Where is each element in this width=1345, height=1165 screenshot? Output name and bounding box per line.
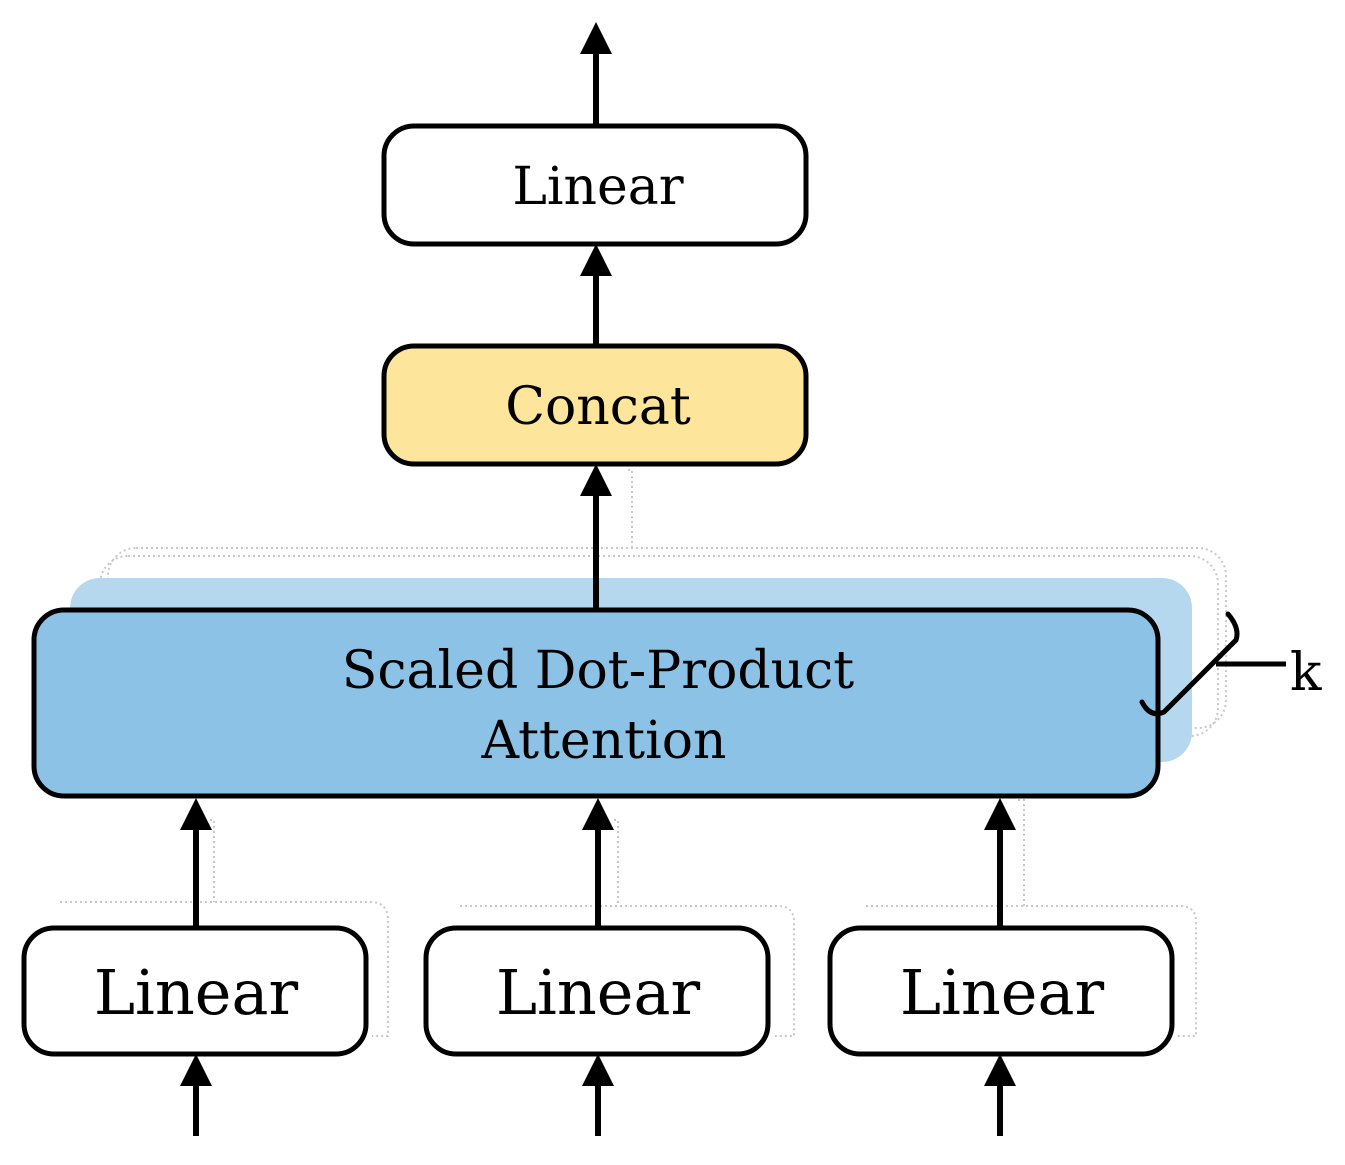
input-linear-label-1: Linear	[94, 956, 299, 1029]
input-3-arrow-head	[984, 1054, 1016, 1086]
attention-to-concat-arrow-head	[580, 464, 612, 496]
attention-block: Scaled Dot-Product Attention	[31, 607, 1161, 799]
input-ghost-outline-1	[60, 901, 389, 1037]
input-linear-label-3: Linear	[900, 956, 1105, 1029]
input-linear-block-2: Linear	[423, 925, 771, 1057]
input-ghost-arrow-3	[1018, 799, 1025, 906]
output-linear-block: Linear	[381, 123, 809, 247]
attention-label-line2: Attention	[480, 711, 726, 771]
concat-to-linear-arrow-head	[580, 244, 612, 276]
concat-block: Concat	[381, 343, 809, 467]
output-linear-label: Linear	[512, 157, 683, 217]
input-2-arrow-head	[582, 1054, 614, 1086]
output-arrow-head	[580, 22, 612, 54]
output-linear-box	[381, 123, 809, 247]
input-ghost-arrow-2	[614, 819, 619, 906]
input-linear-label-2: Linear	[496, 956, 701, 1029]
attention-box	[31, 607, 1161, 799]
input-linear-box-2	[423, 925, 771, 1057]
concat-label: Concat	[505, 377, 691, 437]
linear-2-to-attention-arrow-head	[582, 798, 614, 830]
heads-brace	[1139, 611, 1240, 717]
input-linear-box-3	[827, 925, 1175, 1057]
heads-indicator: k	[1139, 611, 1322, 717]
linear-3-to-attention-arrow-head	[984, 798, 1016, 830]
input-linear-block-1: Linear	[21, 925, 369, 1057]
heads-label: k	[1290, 643, 1322, 703]
linear-1-to-attention-arrow-head	[180, 798, 212, 830]
arrows	[180, 22, 1016, 1136]
input-1-arrow-head	[180, 1054, 212, 1086]
concat-ghost-outline	[628, 469, 633, 548]
concat-box	[381, 343, 809, 467]
input-linear-block-3: Linear	[827, 925, 1175, 1057]
input-ghost-arrow-1	[210, 819, 215, 902]
input-linear-box-1	[21, 925, 369, 1057]
attention-label-line1: Scaled Dot-Product	[342, 641, 854, 701]
